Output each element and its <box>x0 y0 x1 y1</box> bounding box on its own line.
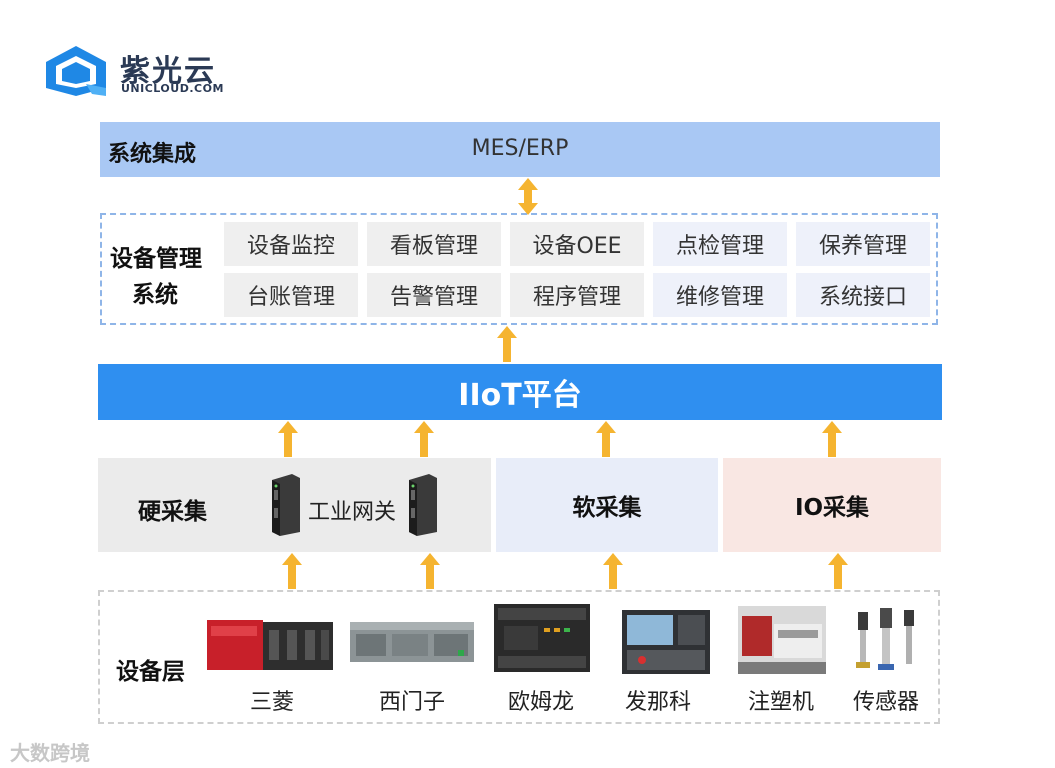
management-module: 台账管理 <box>224 273 358 317</box>
equipment-layer-box <box>98 590 940 724</box>
sensor-icon <box>856 608 914 670</box>
system-integration-label: 系统集成 <box>108 142 197 167</box>
up-arrow <box>603 553 623 589</box>
mes-erp-label: MES/ERP <box>471 136 569 161</box>
up-arrow <box>828 553 848 589</box>
management-module: 点检管理 <box>653 222 787 266</box>
watermark: 大数跨境 <box>10 741 90 765</box>
hard-collection-label: 硬采集 <box>138 499 207 525</box>
io-collection-panel: IO采集 <box>723 458 941 552</box>
mitsubishi-plc-icon <box>207 620 333 670</box>
up-arrow <box>596 421 616 457</box>
device-label: 欧姆龙 <box>507 690 574 715</box>
equipment-management-label-line2: 系统 <box>132 282 178 308</box>
equipment-management-label-line1: 设备管理 <box>110 246 202 272</box>
bidirectional-arrow <box>518 178 538 215</box>
up-arrow <box>822 421 842 457</box>
management-module: 维修管理 <box>653 273 787 317</box>
siemens-plc-icon <box>350 622 474 662</box>
management-module: 设备监控 <box>224 222 358 266</box>
unicloud-logo-icon <box>46 46 106 96</box>
device-label: 注塑机 <box>747 690 814 715</box>
up-arrow <box>282 553 302 589</box>
gateway-label: 工业网关 <box>308 500 397 525</box>
up-arrow <box>414 421 434 457</box>
iiot-platform-band: IIoT平台 <box>98 364 942 420</box>
management-module: 告警管理 <box>367 273 501 317</box>
up-arrow <box>420 553 440 589</box>
management-module: 设备OEE <box>510 222 644 266</box>
management-module: 程序管理 <box>510 273 644 317</box>
device-label: 发那科 <box>624 690 691 715</box>
equipment-management-label: 设备管理 系统 <box>110 241 220 313</box>
device-label: 西门子 <box>378 690 445 715</box>
injection-molding-machine-icon <box>738 606 826 674</box>
gateway-device-icon <box>409 474 437 536</box>
fanuc-controller-icon <box>622 610 710 674</box>
up-arrow <box>497 326 517 362</box>
system-integration-band: 系统集成 MES/ERP <box>100 122 940 177</box>
gateway-device-icon <box>272 474 300 536</box>
equipment-layer-label: 设备层 <box>116 659 185 685</box>
management-module: 看板管理 <box>367 222 501 266</box>
device-label: 三菱 <box>249 690 294 715</box>
logo-subtitle: UNICLOUD.COM <box>121 82 224 95</box>
device-label: 传感器 <box>852 690 919 715</box>
logo-title: 紫光云 <box>120 54 216 89</box>
soft-collection-panel: 软采集 <box>496 458 718 552</box>
omron-plc-icon <box>494 604 590 672</box>
management-module: 保养管理 <box>796 222 930 266</box>
management-module: 系统接口 <box>796 273 930 317</box>
up-arrow <box>278 421 298 457</box>
